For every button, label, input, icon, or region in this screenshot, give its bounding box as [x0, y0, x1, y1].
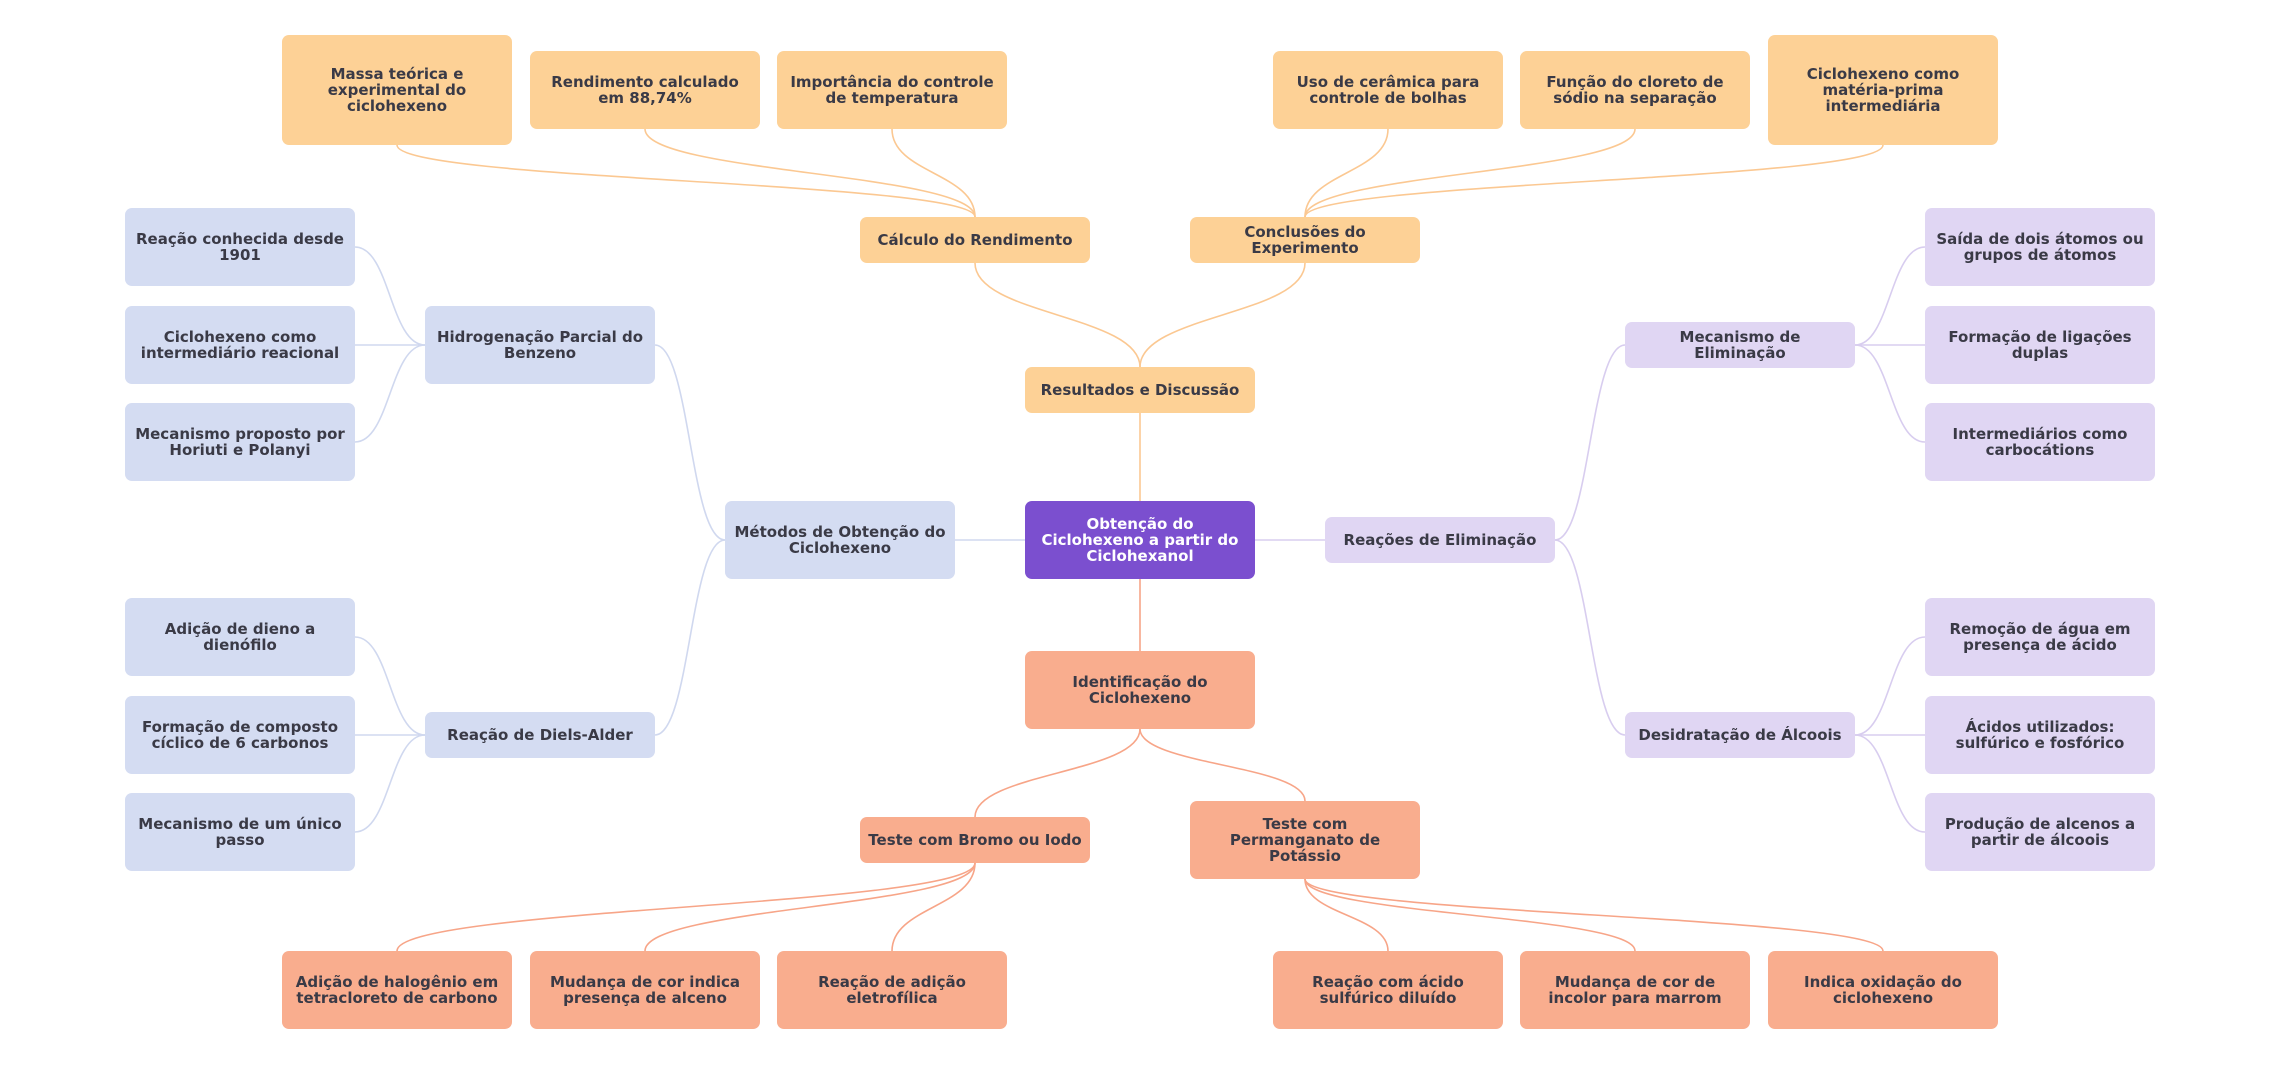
- connector-2: [1139, 262, 1306, 368]
- node-mecanismo-eliminacao[interactable]: Mecanismo de Eliminação: [1625, 322, 1855, 368]
- leaf-producao-alcenos[interactable]: Produção de alcenos a partir de álcoois: [1925, 793, 2155, 871]
- node-desidratacao-alcoois[interactable]: Desidratação de Álcoois: [1625, 712, 1855, 758]
- leaf-composto-ciclico[interactable]: Formação de composto cíclico de 6 carbon…: [125, 696, 355, 774]
- connector-1: [974, 262, 1141, 368]
- node-calculo-rendimento[interactable]: Cálculo do Rendimento: [860, 217, 1090, 263]
- connector-26: [1854, 734, 1926, 833]
- connector-3: [396, 144, 976, 218]
- connector-12: [354, 246, 426, 346]
- leaf-horiuti-polanyi[interactable]: Mecanismo proposto por Horiuti e Polanyi: [125, 403, 355, 481]
- leaf-controle-temperatura[interactable]: Importância do controle de temperatura: [777, 51, 1007, 129]
- leaf-rendimento-calculado[interactable]: Rendimento calculado em 88,74%: [530, 51, 760, 129]
- connector-11: [654, 539, 726, 736]
- leaf-carbocations[interactable]: Intermediários como carbocátions: [1925, 403, 2155, 481]
- leaf-materia-prima[interactable]: Ciclohexeno como matéria-prima intermedi…: [1768, 35, 1998, 145]
- node-reacoes-eliminacao[interactable]: Reações de Eliminação: [1325, 517, 1555, 563]
- connector-32: [891, 862, 976, 952]
- connector-8: [1304, 144, 1884, 218]
- leaf-remocao-agua[interactable]: Remoção de água em presença de ácido: [1925, 598, 2155, 676]
- connector-17: [354, 734, 426, 833]
- connector-34: [1304, 878, 1636, 952]
- node-teste-permanganato[interactable]: Teste com Permanganato de Potássio: [1190, 801, 1420, 879]
- leaf-ligacoes-duplas[interactable]: Formação de ligações duplas: [1925, 306, 2155, 384]
- connector-35: [1304, 878, 1884, 952]
- connector-15: [354, 636, 426, 736]
- connector-10: [654, 344, 726, 541]
- leaf-saida-atomos[interactable]: Saída de dois átomos ou grupos de átomos: [1925, 208, 2155, 286]
- leaf-ceramica-bolhas[interactable]: Uso de cerâmica para controle de bolhas: [1273, 51, 1503, 129]
- connector-23: [1854, 344, 1926, 443]
- leaf-reacao-1901[interactable]: Reação conhecida desde 1901: [125, 208, 355, 286]
- connector-14: [354, 344, 426, 443]
- leaf-acidos-utilizados[interactable]: Ácidos utilizados: sulfúrico e fosfórico: [1925, 696, 2155, 774]
- node-teste-bromo-iodo[interactable]: Teste com Bromo ou Iodo: [860, 817, 1090, 863]
- connector-33: [1304, 878, 1389, 952]
- connector-30: [396, 862, 976, 952]
- leaf-adicao-eletrofilica[interactable]: Reação de adição eletrofílica: [777, 951, 1007, 1029]
- connector-24: [1854, 636, 1926, 736]
- leaf-acido-sulfurico[interactable]: Reação com ácido sulfúrico diluído: [1273, 951, 1503, 1029]
- connector-7: [1304, 128, 1636, 218]
- connector-21: [1854, 246, 1926, 346]
- node-diels-alder[interactable]: Reação de Diels-Alder: [425, 712, 655, 758]
- connector-28: [974, 728, 1141, 818]
- leaf-incolor-marrom[interactable]: Mudança de cor de incolor para marrom: [1520, 951, 1750, 1029]
- leaf-adicao-halogenio[interactable]: Adição de halogênio em tetracloreto de c…: [282, 951, 512, 1029]
- leaf-dieno-dienofilo[interactable]: Adição de dieno a dienófilo: [125, 598, 355, 676]
- connector-5: [891, 128, 976, 218]
- connector-31: [644, 862, 976, 952]
- connector-6: [1304, 128, 1389, 218]
- leaf-mudanca-cor-alceno[interactable]: Mudança de cor indica presença de alceno: [530, 951, 760, 1029]
- connector-19: [1554, 344, 1626, 541]
- central-topic[interactable]: Obtenção do Ciclohexeno a partir do Cicl…: [1025, 501, 1255, 579]
- leaf-cloreto-sodio[interactable]: Função do cloreto de sódio na separação: [1520, 51, 1750, 129]
- node-resultados-discussao[interactable]: Resultados e Discussão: [1025, 367, 1255, 413]
- node-hidrogenacao-benzeno[interactable]: Hidrogenação Parcial do Benzeno: [425, 306, 655, 384]
- leaf-oxidacao[interactable]: Indica oxidação do ciclohexeno: [1768, 951, 1998, 1029]
- node-identificacao-ciclohexeno[interactable]: Identificação do Ciclohexeno: [1025, 651, 1255, 729]
- connector-29: [1139, 728, 1306, 802]
- connector-4: [644, 128, 976, 218]
- leaf-massa-teorica[interactable]: Massa teórica e experimental do ciclohex…: [282, 35, 512, 145]
- node-metodos-obtencao[interactable]: Métodos de Obtenção do Ciclohexeno: [725, 501, 955, 579]
- leaf-unico-passo[interactable]: Mecanismo de um único passo: [125, 793, 355, 871]
- node-conclusoes-experimento[interactable]: Conclusões do Experimento: [1190, 217, 1420, 263]
- connector-20: [1554, 539, 1626, 736]
- leaf-intermediario-reacional[interactable]: Ciclohexeno como intermediário reacional: [125, 306, 355, 384]
